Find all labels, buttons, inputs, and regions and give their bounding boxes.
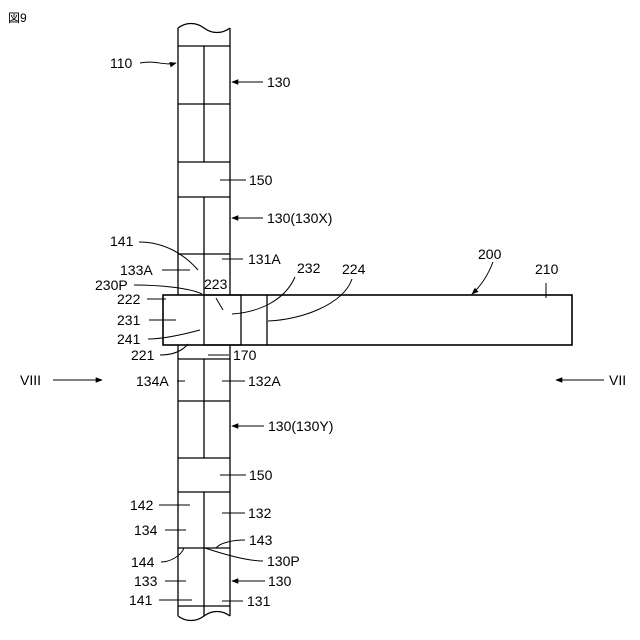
label-241: 241 bbox=[117, 331, 141, 347]
label-130-bot: 130 bbox=[268, 573, 292, 589]
label-141-top: 141 bbox=[110, 233, 134, 249]
label-221: 221 bbox=[131, 347, 155, 363]
label-222: 222 bbox=[117, 291, 141, 307]
label-132: 132 bbox=[248, 505, 272, 521]
label-131a: 131A bbox=[248, 251, 281, 267]
label-170: 170 bbox=[233, 347, 257, 363]
label-130x: 130(130X) bbox=[267, 210, 332, 226]
label-141-bot: 141 bbox=[129, 592, 153, 608]
label-110: 110 bbox=[110, 55, 133, 71]
label-133a: 133A bbox=[120, 262, 153, 278]
label-150-bot: 150 bbox=[249, 467, 273, 483]
label-132a: 132A bbox=[248, 373, 281, 389]
label-210: 210 bbox=[535, 261, 559, 277]
label-131: 131 bbox=[247, 593, 271, 609]
label-133: 133 bbox=[134, 573, 158, 589]
label-130y: 130(130Y) bbox=[268, 418, 333, 434]
figure-title: 図9 bbox=[8, 11, 27, 25]
horizontal-strip-200 bbox=[163, 295, 572, 359]
label-134: 134 bbox=[134, 522, 158, 538]
label-142: 142 bbox=[130, 497, 154, 513]
label-130p: 130P bbox=[267, 553, 300, 569]
label-150-top: 150 bbox=[249, 172, 273, 188]
label-144: 144 bbox=[131, 554, 155, 570]
label-134a: 134A bbox=[136, 373, 169, 389]
label-231: 231 bbox=[117, 312, 141, 328]
label-143: 143 bbox=[249, 532, 273, 548]
label-224: 224 bbox=[342, 261, 366, 277]
label-130-top: 130 bbox=[267, 74, 291, 90]
label-232: 232 bbox=[297, 260, 321, 276]
label-223: 223 bbox=[204, 276, 228, 292]
label-vii: VII bbox=[609, 372, 626, 388]
label-viii: VIII bbox=[20, 372, 41, 388]
label-200: 200 bbox=[478, 246, 502, 262]
